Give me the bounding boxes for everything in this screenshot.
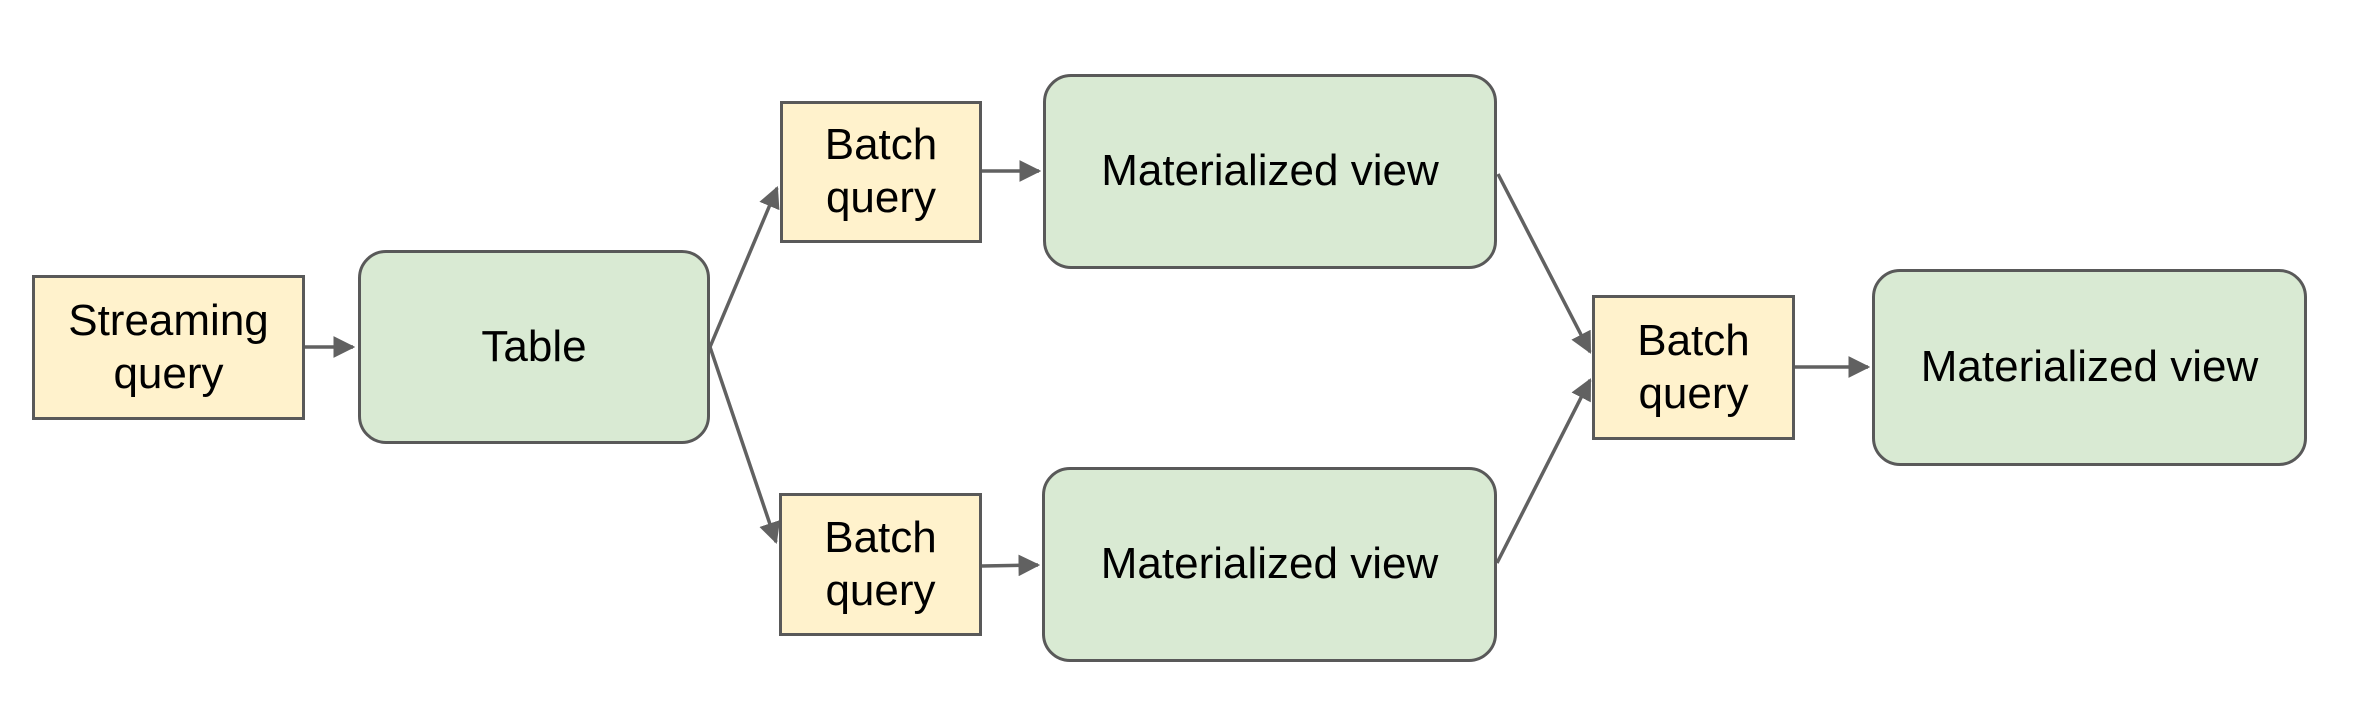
edge-arrow-batch-query-bottom-to-materialized-view-bottom	[981, 554, 1041, 577]
node-streaming-query: Streaming query	[32, 275, 305, 420]
edge-arrow-table-to-batch-query-top	[708, 186, 780, 348]
node-streaming-query-label: Streaming query	[68, 295, 269, 398]
node-batch-query-bottom: Batch query	[779, 493, 982, 636]
node-materialized-view-top-label: Materialized view	[1101, 146, 1439, 196]
node-batch-query-top: Batch query	[780, 101, 982, 243]
node-materialized-view-right: Materialized view	[1872, 269, 2307, 466]
node-materialized-view-bottom-label: Materialized view	[1100, 539, 1439, 589]
node-batch-query-right: Batch query	[1592, 295, 1795, 440]
node-batch-query-right-label: Batch query	[1637, 315, 1750, 418]
node-materialized-view-right-label: Materialized view	[1920, 342, 2259, 392]
node-batch-query-top-label: Batch query	[824, 120, 938, 222]
node-batch-query-bottom-label: Batch query	[824, 512, 937, 615]
node-materialized-view-top: Materialized view	[1043, 74, 1497, 269]
edge-arrow-materialized-view-bottom-to-batch-query-right	[1495, 378, 1592, 564]
node-table-label: Table	[481, 321, 587, 371]
node-table: Table	[358, 250, 710, 444]
node-materialized-view-bottom: Materialized view	[1042, 467, 1497, 662]
edge-arrow-table-to-batch-query-bottom	[708, 346, 781, 545]
edge-arrow-materialized-view-top-to-batch-query-right	[1496, 173, 1592, 354]
